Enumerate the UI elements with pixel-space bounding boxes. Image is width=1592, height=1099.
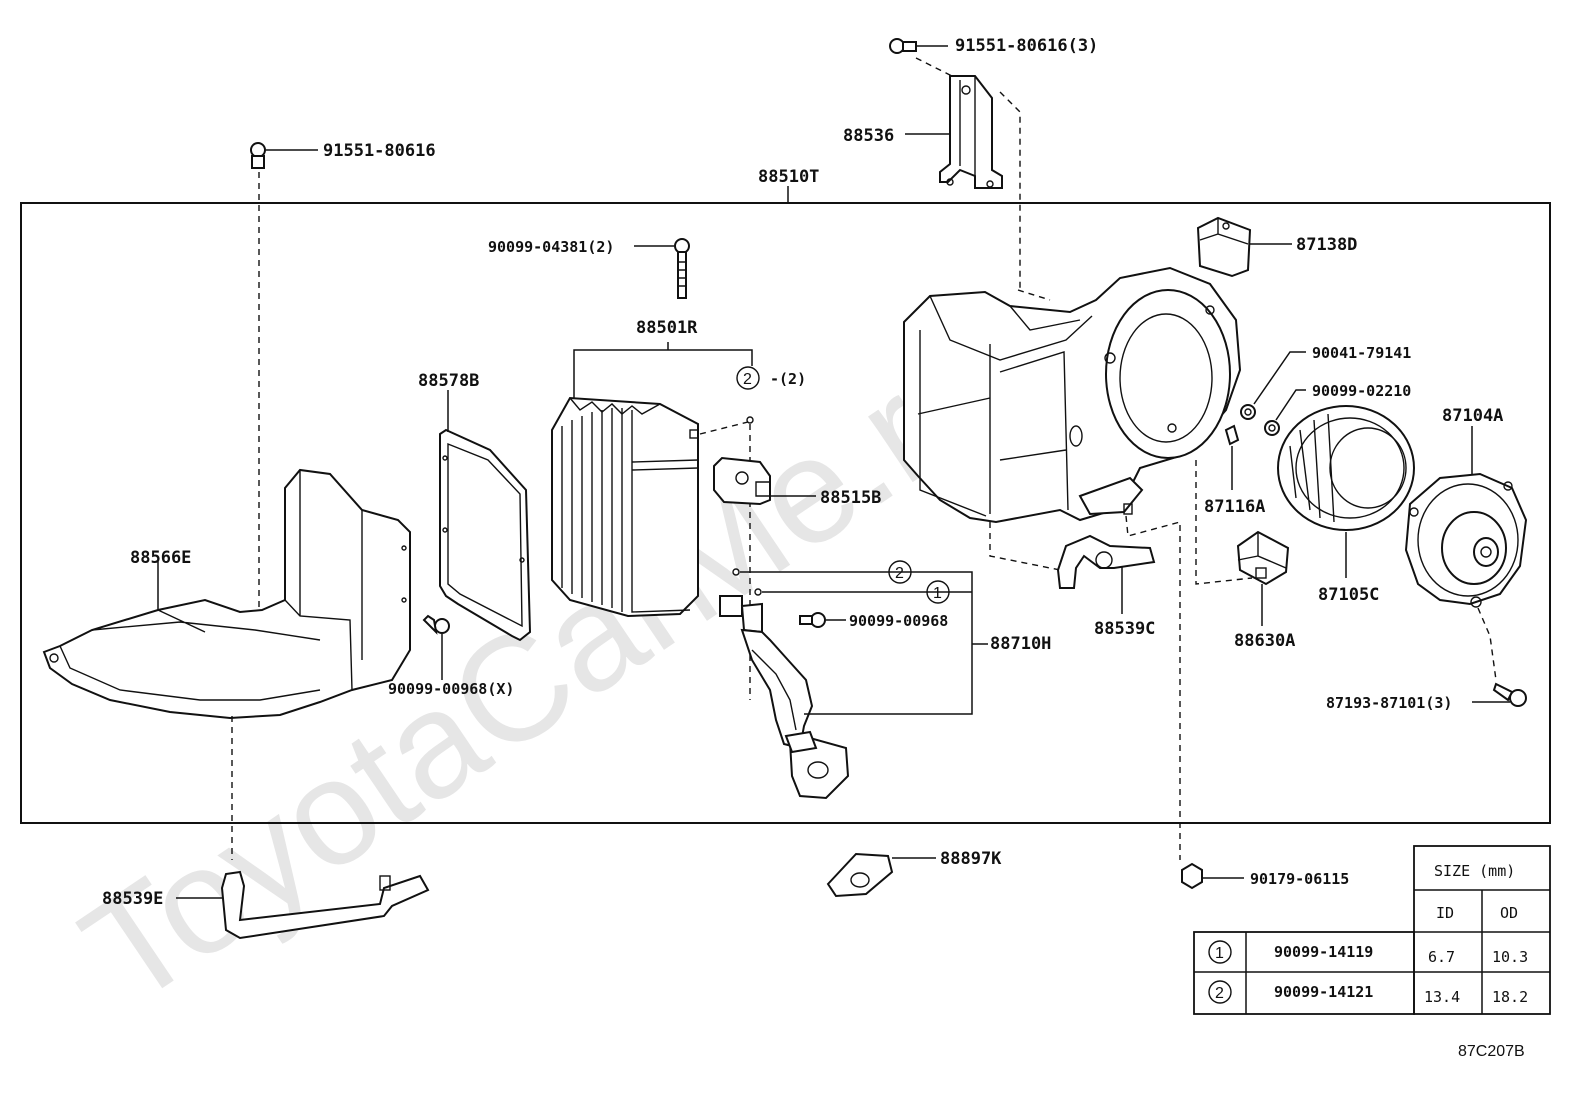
label-87105C: 87105C: [1318, 585, 1379, 605]
table-row-od: 10.3: [1492, 948, 1528, 966]
bolt-90099-04381: [674, 238, 690, 299]
table-row: 1 90099-14119 6.7 10.3: [1208, 940, 1528, 966]
o-ring-size-table: SIZE (mm) ID OD 1 90099-14119 6.7 10.3 2…: [1193, 845, 1551, 1015]
table-row-id: 13.4: [1424, 988, 1460, 1006]
nut-90179-06115: [1181, 862, 1203, 890]
label-88630A: 88630A: [1234, 631, 1295, 651]
table-col-od: OD: [1500, 904, 1518, 922]
svg-text:2: 2: [743, 371, 752, 388]
table-header-size: SIZE (mm): [1434, 862, 1515, 880]
label-88710H: 88710H: [990, 634, 1051, 654]
nut-90041-79141: [1240, 404, 1256, 420]
label-88536: 88536: [843, 126, 894, 146]
label-87116A: 87116A: [1204, 497, 1265, 517]
label-88578B: 88578B: [418, 371, 479, 391]
expansion-valve-88515B: [713, 456, 771, 506]
o-ring-marker-2-top: 2: [736, 366, 760, 390]
table-row-mark: 1: [1215, 945, 1224, 962]
label-91551-80616-3: 91551-80616(3): [955, 36, 1098, 56]
evaporator-88501R: [551, 396, 699, 618]
resistor-87138D: [1196, 216, 1252, 278]
clip-87116A: [1224, 424, 1240, 446]
o-ring-marker-1: 1: [926, 580, 950, 604]
blower-case: [903, 266, 1242, 524]
table-row-id: 6.7: [1428, 948, 1455, 966]
label-88515B: 88515B: [820, 488, 881, 508]
bracket-88536: [939, 75, 1003, 189]
label-90099-02210: 90099-02210: [1312, 382, 1411, 400]
grommet-88897K: [826, 852, 894, 898]
screw-90099-00968: [799, 612, 826, 628]
amplifier-88630A: [1236, 530, 1290, 586]
label-90179-06115: 90179-06115: [1250, 870, 1349, 888]
fan-87105C: [1277, 405, 1415, 531]
gasket-88578B: [439, 428, 532, 642]
table-row-part: 90099-14119: [1274, 943, 1373, 961]
table-row-od: 18.2: [1492, 988, 1528, 1006]
label-88566E: 88566E: [130, 548, 191, 568]
duct-88566E: [42, 468, 411, 720]
label-87138D: 87138D: [1296, 235, 1357, 255]
bolt-91551-80616: [250, 142, 266, 169]
hose-88539E: [220, 870, 430, 940]
label-88539E: 88539E: [102, 889, 163, 909]
table-row: 2 90099-14121 13.4 18.2: [1208, 980, 1528, 1006]
o-ring-marker-2: 2: [888, 560, 912, 584]
label-87104A: 87104A: [1442, 406, 1503, 426]
washer-90099-02210: [1264, 420, 1280, 436]
table-row-part: 90099-14121: [1274, 983, 1373, 1001]
table-col-id: ID: [1436, 904, 1454, 922]
label-90099-00968-X: 90099-00968(X): [388, 680, 514, 698]
label-87193-87101-3: 87193-87101(3): [1326, 694, 1452, 712]
label-90099-04381-2: 90099-04381(2): [488, 238, 614, 256]
motor-87104A: [1404, 472, 1528, 608]
bolt-91551-80616-3: [889, 38, 917, 54]
label-88897K: 88897K: [940, 849, 1002, 869]
svg-text:2: 2: [895, 565, 904, 582]
label-o-ring-qty: -(2): [770, 370, 806, 388]
label-90041-79141: 90041-79141: [1312, 344, 1411, 362]
screw-87193-87101: [1492, 682, 1527, 707]
svg-text:1: 1: [933, 585, 942, 602]
diagram-code: 87C207B: [1458, 1043, 1525, 1060]
assembly-frame: [20, 202, 1551, 824]
screw-90099-00968-X: [422, 614, 450, 635]
label-88510T: 88510T: [758, 167, 819, 187]
label-88539C: 88539C: [1094, 619, 1155, 639]
hose-88539C: [1056, 534, 1156, 589]
table-row-mark: 2: [1215, 985, 1224, 1002]
tube-assembly-88710H: [719, 595, 850, 800]
label-91551-80616: 91551-80616: [323, 141, 436, 161]
label-88501R: 88501R: [636, 318, 698, 338]
label-90099-00968: 90099-00968: [849, 612, 948, 630]
